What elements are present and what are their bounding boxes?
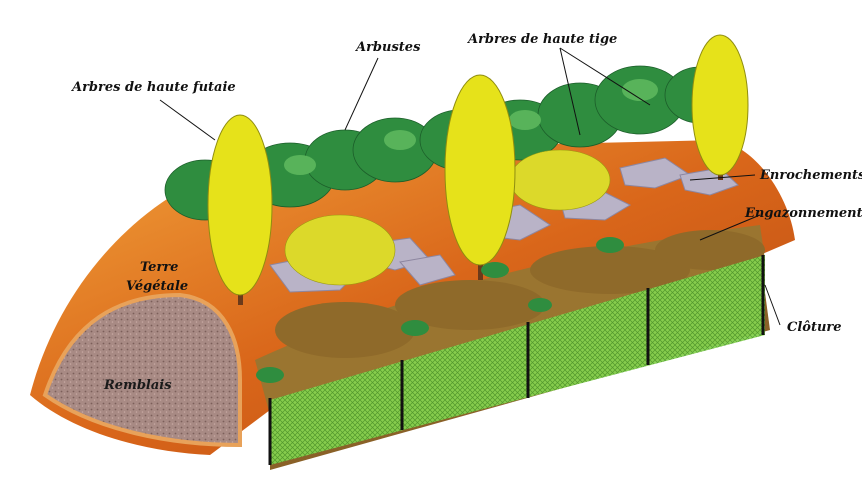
label-arbustes: Arbustes [356, 40, 420, 55]
label-remblais: Remblais [104, 378, 172, 393]
label-arbres-haute-futaie: Arbres de haute futaie [72, 80, 236, 95]
label-engazonnement: Engazonnement [745, 206, 862, 221]
label-cloture: Clôture [787, 320, 842, 335]
label-arbres-haute-tige: Arbres de haute tige [468, 32, 617, 47]
label-terre-vegetale-line2: Végétale [126, 277, 188, 296]
label-terre-vegetale-line1: Terre [140, 258, 178, 277]
label-enrochements: Enrochements [760, 168, 862, 183]
